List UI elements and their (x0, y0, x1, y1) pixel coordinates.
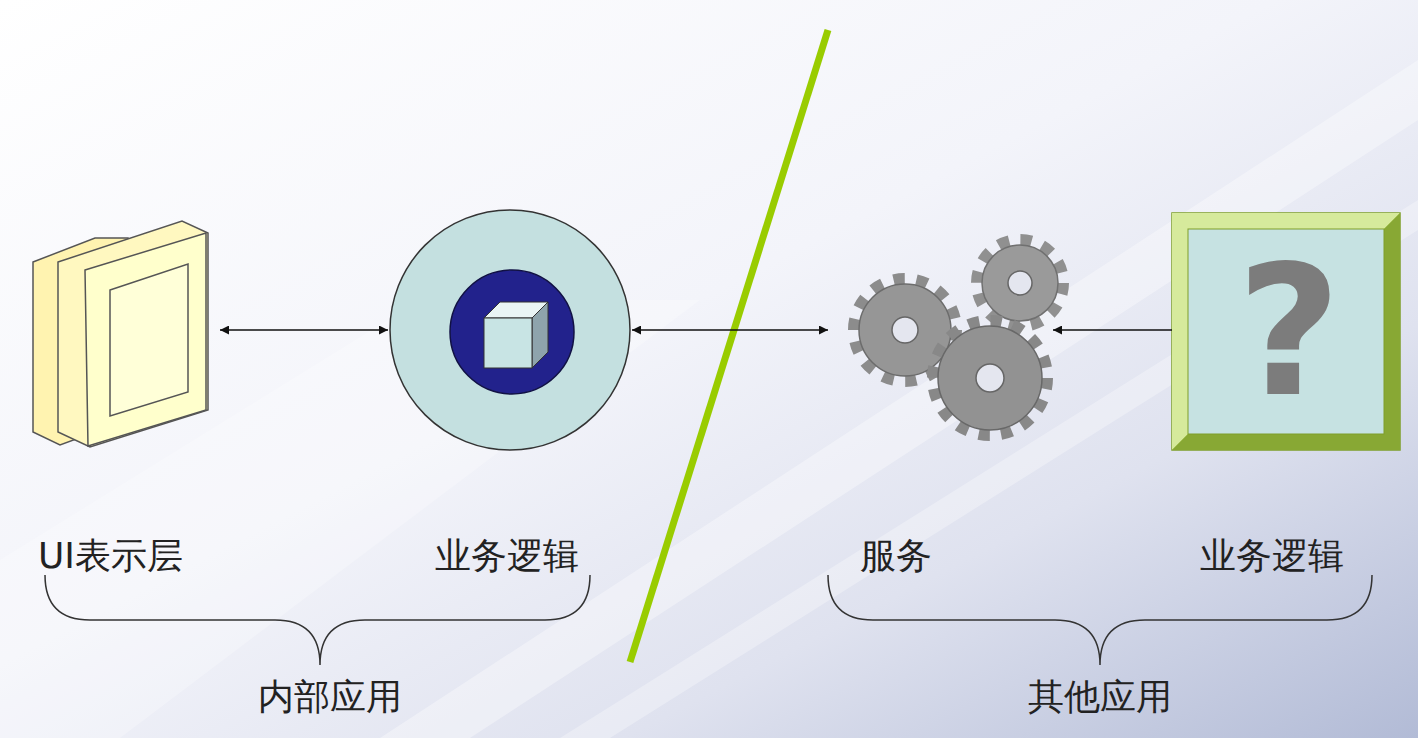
node-label: 业务逻辑 (435, 535, 579, 576)
group-label: 其他应用 (1028, 676, 1172, 717)
connector-arrow (1053, 329, 1172, 331)
logic-node: 业务逻辑 (388, 208, 632, 585)
logic-circle (390, 210, 630, 450)
group-brace (45, 575, 590, 665)
ui-layer-node: UI表示层 (20, 215, 220, 585)
gear (978, 241, 1062, 325)
gear-hole (1008, 271, 1032, 295)
monitor-side (58, 221, 208, 447)
gear-body (859, 284, 951, 376)
gear (934, 322, 1046, 434)
other-logic-node: ? 业务逻辑 (1172, 213, 1406, 585)
gears-icon (855, 241, 1062, 434)
node-label: 业务逻辑 (1200, 535, 1344, 576)
node-label: 服务 (860, 535, 932, 576)
connector-arrow (632, 329, 828, 331)
connector-arrow (220, 329, 388, 331)
logic-inner-circle (450, 270, 574, 394)
monitor-icon (33, 221, 208, 447)
group-label: 内部应用 (258, 676, 402, 717)
gear-hole (892, 317, 918, 343)
monitor-face (85, 233, 206, 446)
service-node: 服务 (828, 240, 1053, 585)
background-streak (380, 60, 1418, 738)
gear-body (938, 326, 1042, 430)
node-label: UI表示层 (38, 535, 183, 576)
divider-line (630, 30, 828, 662)
gear-body (982, 245, 1058, 321)
group-brace (828, 575, 1372, 665)
gear-teeth (934, 322, 1046, 434)
logic-outer-circle (390, 210, 630, 450)
cube-side (532, 302, 548, 368)
gear-teeth (978, 241, 1062, 325)
monitor-screen (110, 264, 188, 416)
question-mark: ? (1172, 213, 1406, 450)
gear-hole (976, 364, 1004, 392)
cube-front (484, 318, 532, 368)
